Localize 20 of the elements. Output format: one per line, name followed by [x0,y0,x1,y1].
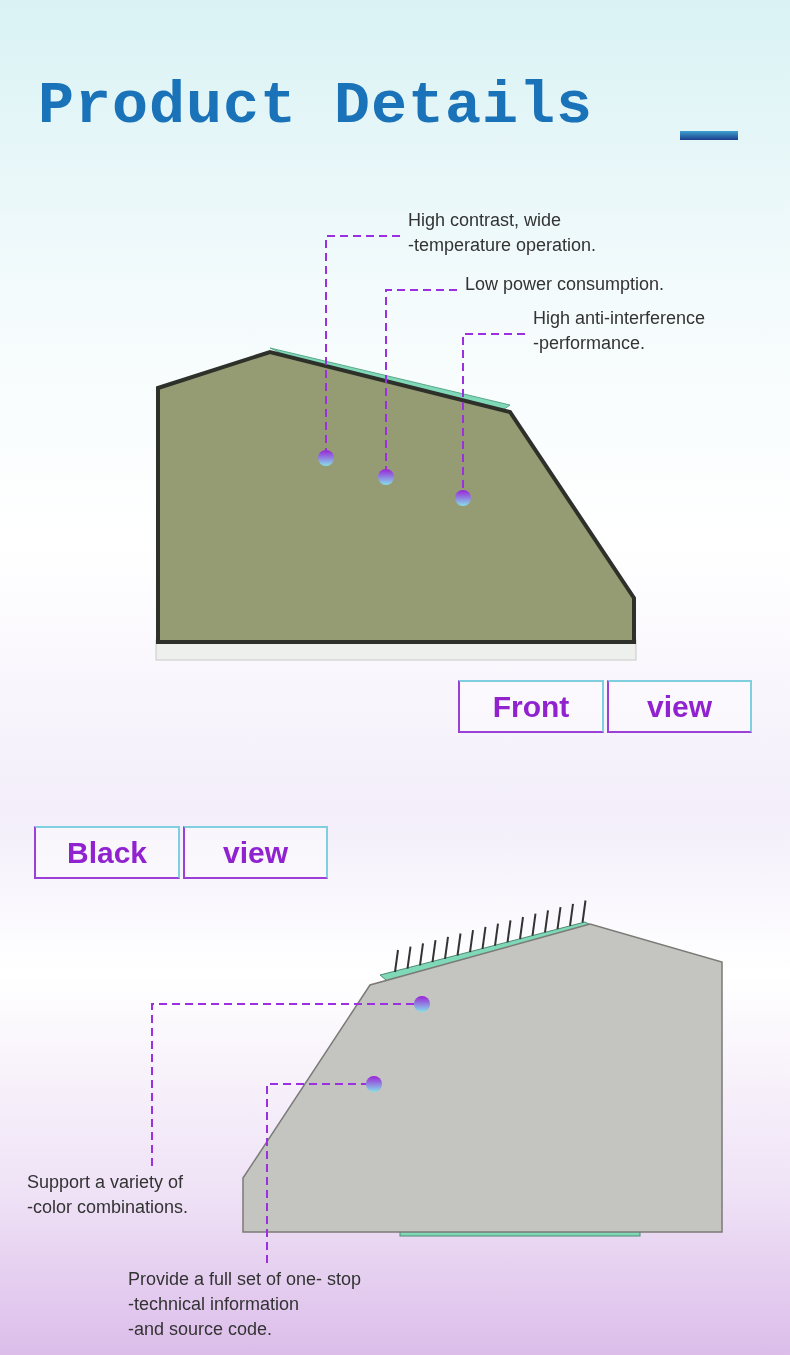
leader-line [266,1083,367,1264]
leader-line [462,333,526,491]
view-tag: view [607,680,752,733]
callout-text: Provide a full set of one- stop -technical information -and source code. [128,1267,362,1342]
view-tag: Front [458,680,604,733]
callout-text: Support a variety of -color combinations. [27,1170,189,1220]
page-title: Product Details [38,72,594,140]
marker-dot [414,996,430,1012]
callout-text: High contrast, wide -temperature operation. [408,208,597,258]
leader-line [325,235,401,451]
leader-line [385,289,458,470]
marker-dot [378,469,394,485]
marker-dot [455,490,471,506]
callout-text: Low power consumption. [465,272,665,297]
view-tag: view [183,826,328,879]
marker-dot [318,450,334,466]
leader-line [151,1003,415,1167]
marker-dot [366,1076,382,1092]
view-tag: Black [34,826,180,879]
callout-text: High anti-interference -performance. [533,306,706,356]
